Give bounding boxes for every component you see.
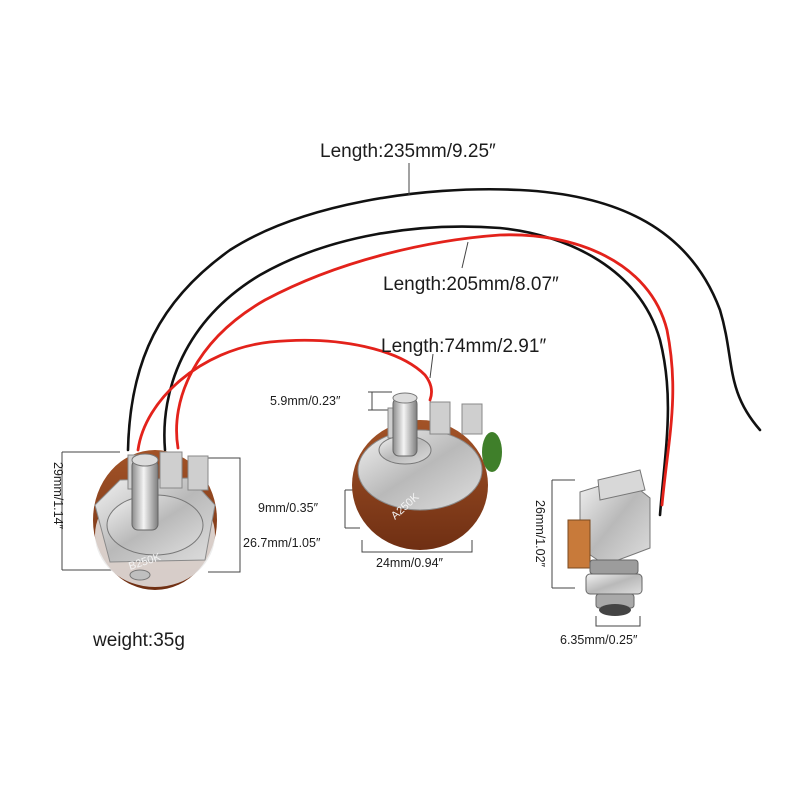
black-wire-long [126,187,762,517]
weight-label: weight:35g [93,630,185,651]
capacitor [482,432,502,472]
potentiometer-b250k [93,450,217,590]
length-red-long-label: Length:205mm/8.07″ [383,274,559,295]
potentiometer-a250k [352,392,502,550]
pot1-width-label: 26.7mm/1.05″ [243,536,321,550]
pot2-body-height-label: 9mm/0.35″ [258,501,319,515]
pot1-height-label: 29mm/1.14″ [51,462,65,529]
pot2-width-label: 24mm/0.94″ [376,556,443,570]
length-red-short-label: Length:74mm/2.91″ [381,336,547,357]
red-wire-long [136,233,675,507]
dimension-lines [61,163,641,627]
length-black-label: Length:235mm/9.25″ [320,141,496,162]
shaft-height-label: 5.9mm/0.23″ [270,394,341,408]
jack-height-label: 26mm/1.02″ [533,500,547,567]
jack-diameter-label: 6.35mm/0.25″ [560,633,638,647]
output-jack [567,469,651,616]
